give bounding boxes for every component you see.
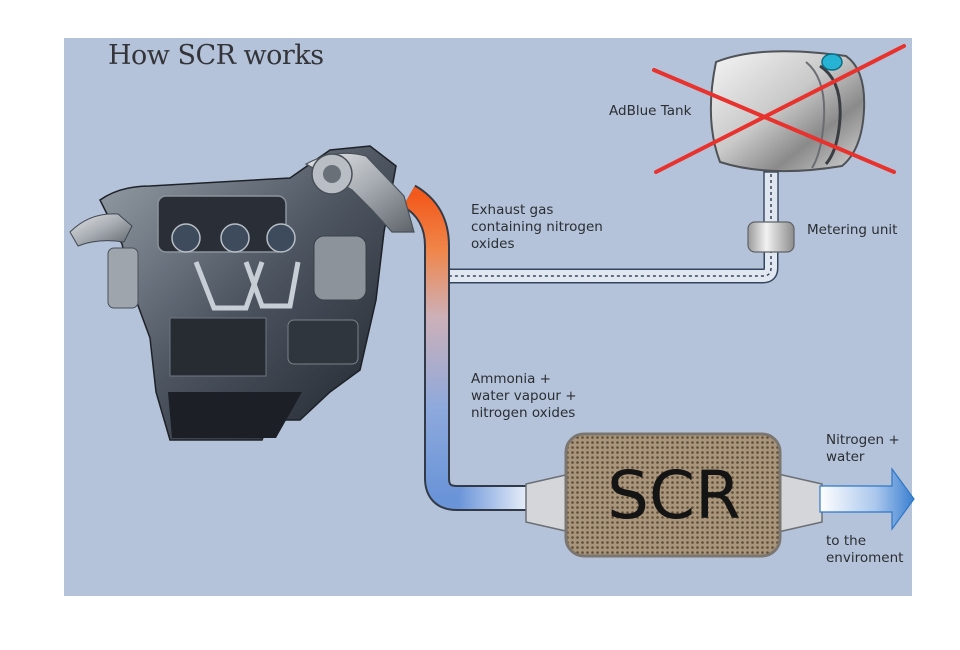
ammonia-label: Ammonia + water vapour + nitrogen oxides xyxy=(471,371,577,421)
tank-cap-icon xyxy=(821,53,843,71)
cylinder-cover-icon xyxy=(171,223,296,253)
adblue-tank-label: AdBlue Tank xyxy=(609,103,692,119)
diagram-title: How SCR works xyxy=(108,40,324,71)
outlet-arrow xyxy=(819,467,915,531)
engine-illustration xyxy=(69,145,415,441)
adblue-tank xyxy=(709,50,866,173)
cross-out-icon xyxy=(652,44,906,174)
dosing-line-lower xyxy=(440,250,779,284)
nitrogen-water-label: Nitrogen + water xyxy=(826,432,900,465)
scr-label: SCR xyxy=(607,457,741,534)
dosing-line-upper xyxy=(763,171,779,225)
metering-unit-label: Metering unit xyxy=(807,222,898,238)
scr-catalyst xyxy=(525,432,823,558)
exhaust-gas-label: Exhaust gas containing nitrogen oxides xyxy=(471,202,603,252)
exhaust-pipe xyxy=(401,184,534,511)
environment-label: to the enviroment xyxy=(826,533,904,566)
metering-unit xyxy=(747,221,795,253)
